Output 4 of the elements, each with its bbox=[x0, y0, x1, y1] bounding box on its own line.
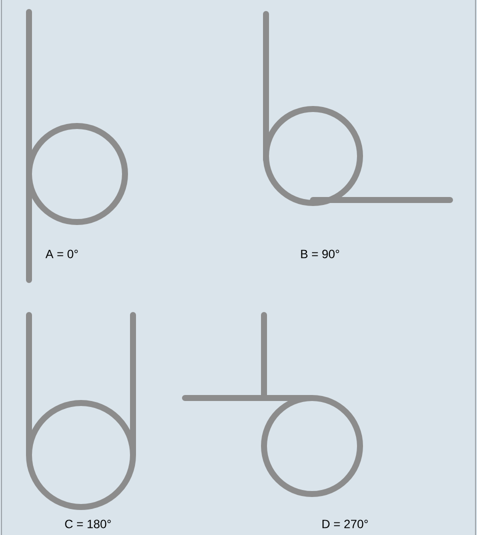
angle-label: A = 0° bbox=[46, 250, 78, 258]
angle-label: B = 90° bbox=[301, 250, 340, 258]
angle-label: C = 180° bbox=[65, 520, 111, 528]
angle-label: D = 270° bbox=[322, 520, 368, 528]
